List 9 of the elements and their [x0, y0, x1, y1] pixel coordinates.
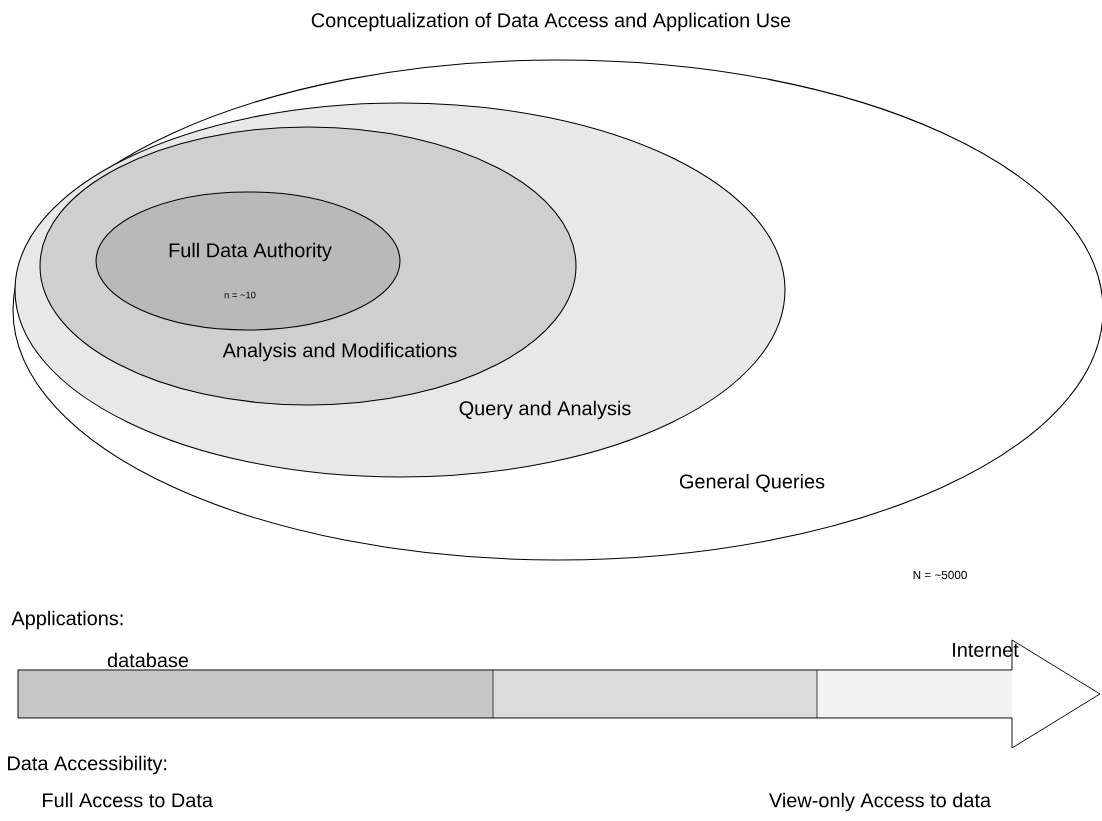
label: database — [107, 652, 189, 668]
ellipse-region: Full Data Authority n = ~10 — [95, 191, 401, 331]
label: Data Accessibility: — [8, 755, 167, 775]
title: Conceptualization of Data Access and Application Use — [311, 12, 791, 32]
label: Applications: — [11, 610, 123, 630]
node-label: N = ~5000 — [913, 570, 967, 580]
label: Full Access to Data — [43, 792, 213, 808]
label: View-only Access to data — [769, 792, 992, 812]
label: Internet — [953, 643, 1019, 657]
